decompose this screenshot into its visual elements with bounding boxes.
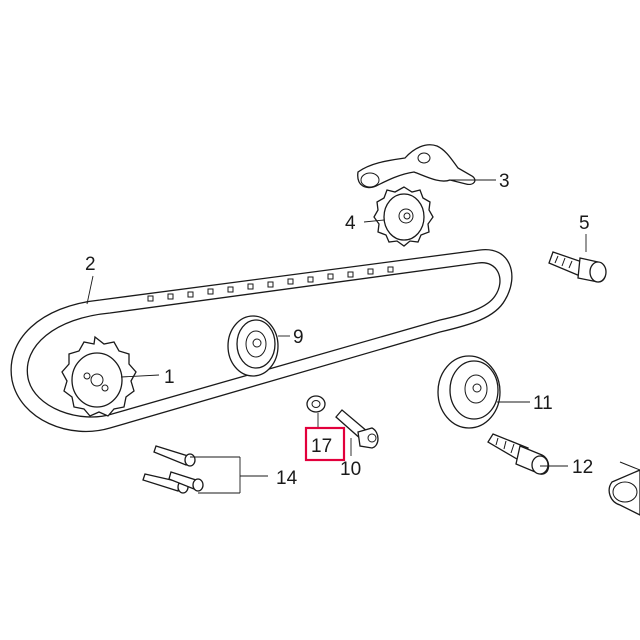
idler-pulley-9[interactable] [227, 315, 279, 377]
callout-12: 12 [572, 457, 593, 478]
tensioner-arm-3[interactable] [357, 144, 476, 189]
callout-5: 5 [579, 213, 590, 234]
callout-9: 9 [293, 327, 304, 348]
highlight-box [304, 426, 346, 462]
idler-pulley-11[interactable] [437, 355, 501, 429]
leader-lines [86, 179, 587, 494]
pins-14[interactable] [142, 445, 204, 494]
callout-10: 10 [340, 459, 361, 480]
crank-sprocket[interactable] [61, 335, 137, 417]
bolt-12[interactable] [487, 433, 550, 475]
cam-sprocket-4[interactable] [373, 186, 434, 247]
callout-17-highlight[interactable]: 17 [304, 426, 346, 462]
callout-1: 1 [164, 367, 175, 388]
callout-4: 4 [345, 213, 356, 234]
callout-3: 3 [499, 171, 510, 192]
callout-17: 17 [311, 436, 332, 457]
callout-14: 14 [276, 468, 298, 489]
washer-17[interactable] [306, 395, 326, 413]
partial-fitting [608, 461, 640, 516]
callout-2: 2 [85, 254, 96, 275]
bolt-10[interactable] [335, 409, 379, 449]
bolt-5[interactable] [548, 251, 607, 283]
callout-11: 11 [533, 393, 553, 414]
